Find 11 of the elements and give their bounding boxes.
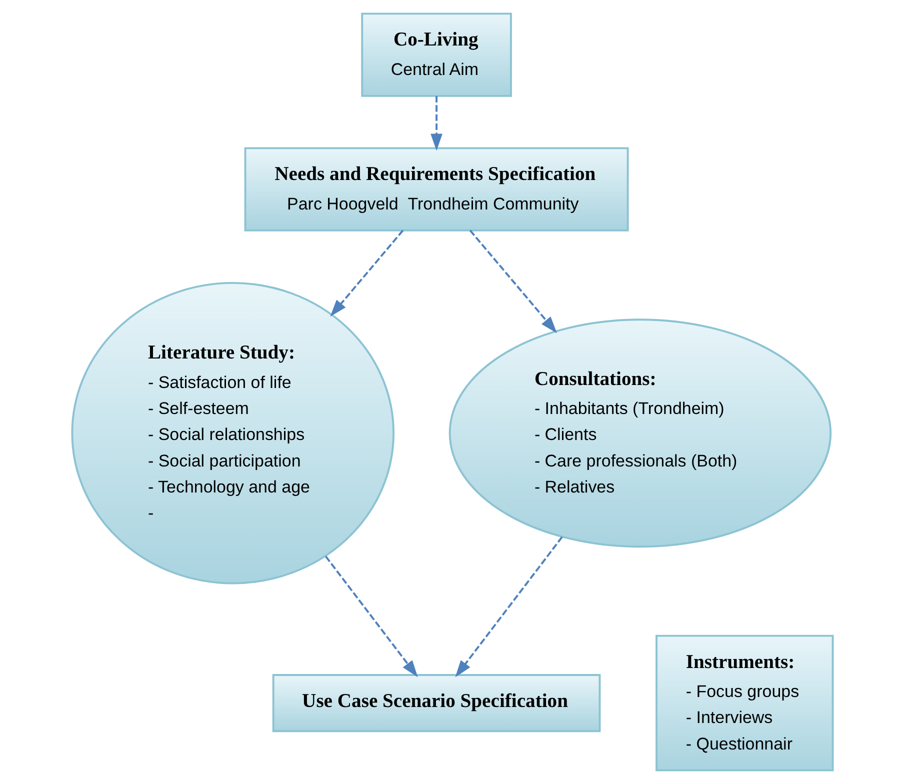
node-box: Needs and Requirements Specification Parc Hoogveld Trondheim Community (244, 147, 629, 232)
node-box: Instruments: - Focus groups - Interviews - Questionnair (656, 634, 834, 772)
node-ellipse: Consultations: - Inhabitants (Trondheim) - Clients - Care professionals (Both) - Relatives (448, 318, 832, 548)
arrow (469, 230, 558, 334)
arrow (430, 96, 442, 151)
arrow (324, 556, 418, 678)
node-box: Co-Living Central Aim (361, 12, 512, 97)
node-circle: Literature Study: - Satisfaction of life - Self-esteem - Social relationships - Social participation - Technology and age - (71, 282, 395, 584)
arrow (330, 230, 404, 317)
arrow (455, 536, 563, 678)
node-box: Use Case Scenario Specification (272, 674, 601, 732)
